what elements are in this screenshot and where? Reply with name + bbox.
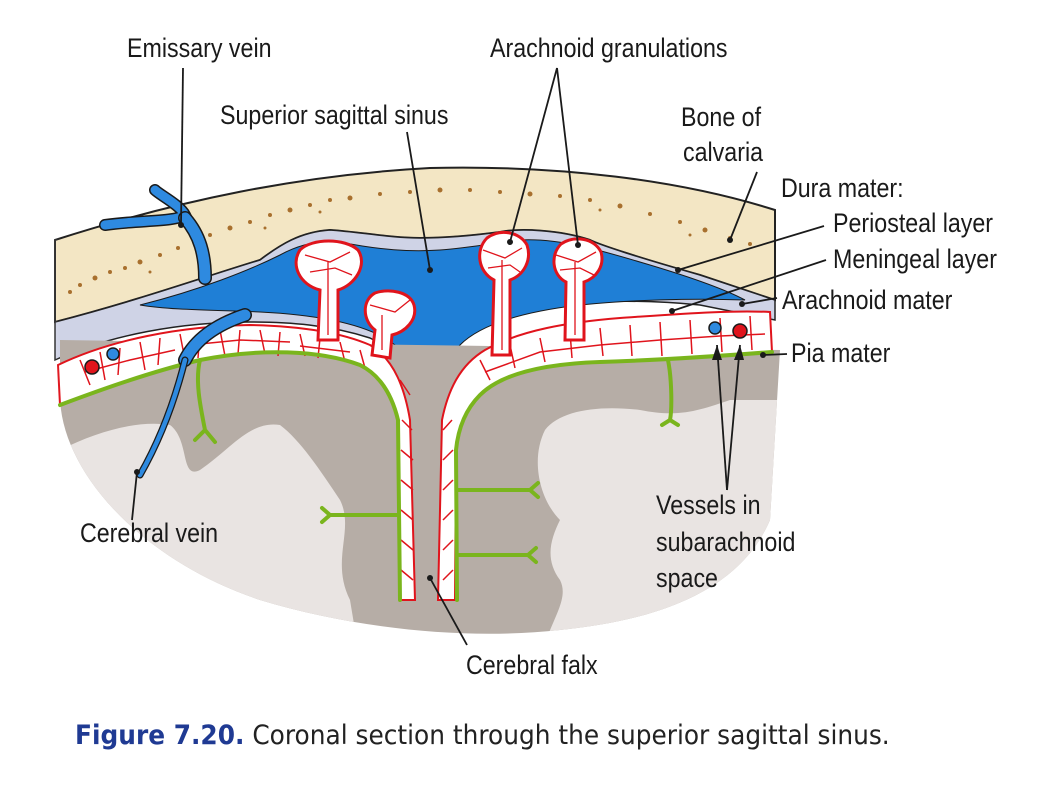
label-bone-of-calvaria-line1: Bone of <box>681 102 762 132</box>
label-arachnoid-granulations: Arachnoid granulations <box>490 33 728 63</box>
label-dura-mater: Dura mater: <box>781 173 904 203</box>
label-pia-mater: Pia mater <box>791 338 891 368</box>
bone-speckles <box>68 187 752 294</box>
cerebral-vein <box>136 308 252 479</box>
leader-lines <box>131 67 827 646</box>
arachnoid-granulations <box>294 230 604 360</box>
label-vessels-line2: subarachnoid <box>656 527 796 557</box>
pia-mater <box>58 350 774 602</box>
vein-left <box>106 347 120 361</box>
figure-number: Figure 7.20. <box>75 720 245 751</box>
label-bone-of-calvaria-line2: calvaria <box>683 137 764 167</box>
figure-caption: Figure 7.20. Coronal section through the… <box>75 720 890 751</box>
granulation-4 <box>552 237 604 342</box>
leader-dots <box>134 222 766 581</box>
label-vessels-line3: space <box>656 563 718 593</box>
label-superior-sagittal-sinus: Superior sagittal sinus <box>220 100 449 130</box>
emissary-vein <box>99 184 212 285</box>
granulation-1 <box>294 239 363 342</box>
label-arachnoid-mater: Arachnoid mater <box>782 285 953 315</box>
label-periosteal-layer: Periosteal layer <box>833 208 994 238</box>
label-meningeal-layer: Meningeal layer <box>833 244 997 274</box>
vein-right <box>708 321 722 335</box>
edge-fade <box>0 160 60 640</box>
label-cerebral-vein: Cerebral vein <box>80 518 219 548</box>
label-emissary-vein: Emissary vein <box>127 33 272 63</box>
figure-caption-text: Coronal section through the superior sag… <box>252 720 890 751</box>
label-cerebral-falx: Cerebral falx <box>466 650 598 680</box>
subarachnoid-vessels <box>84 321 748 375</box>
label-vessels-line1: Vessels in <box>656 490 761 520</box>
arrowheads <box>712 345 744 360</box>
artery-right <box>732 323 748 339</box>
artery-left <box>84 359 100 375</box>
